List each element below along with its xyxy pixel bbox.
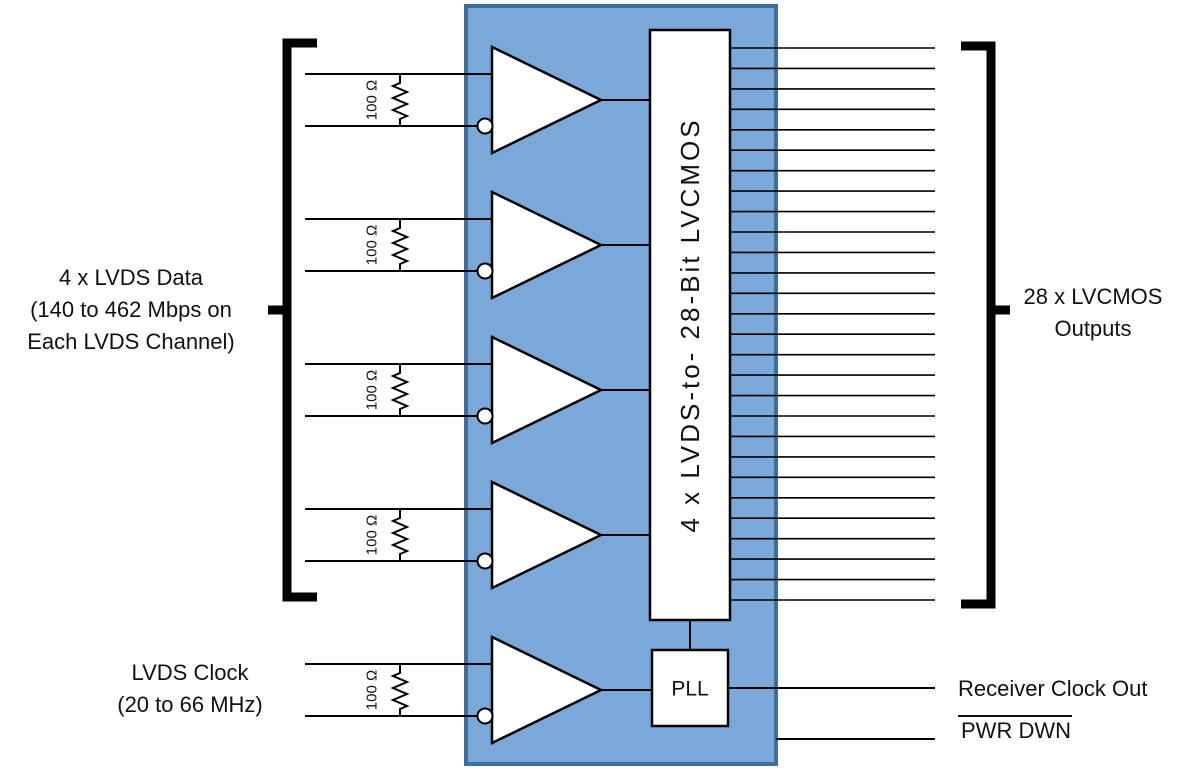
termination-resistor <box>390 74 410 126</box>
resistor-value-label: 100 Ω <box>364 670 381 710</box>
inverting-input-bubble <box>476 262 494 280</box>
lvds-to-lvcmos-core-block <box>648 28 732 622</box>
lvds-clock-label-line2: (20 to 66 MHz) <box>117 692 263 717</box>
pwr-dwn-label: PWR DWN <box>961 718 1071 743</box>
right-bracket <box>961 41 996 609</box>
termination-resistor <box>390 364 410 416</box>
receiver-buffer <box>490 45 604 155</box>
core-block-label: 4 x LVDS-to- 28-Bit LVCMOS <box>675 117 705 532</box>
receiver-buffer <box>490 480 604 590</box>
termination-resistor <box>390 509 410 561</box>
lvds-data-channel-3: 100 Ω <box>305 335 650 445</box>
receiver-buffer <box>490 335 604 445</box>
lvds-data-label-line3: Each LVDS Channel) <box>27 329 235 354</box>
lvds-data-channel-4: 100 Ω <box>305 480 650 590</box>
resistor-value-label: 100 Ω <box>364 370 381 410</box>
resistor-value-label: 100 Ω <box>364 225 381 265</box>
lvcmos-output-lines <box>730 47 935 601</box>
lvcmos-outputs-label-line2: Outputs <box>1054 316 1131 341</box>
termination-resistor <box>390 664 410 716</box>
receiver-buffer <box>490 190 604 300</box>
pll-label: PLL <box>671 678 708 701</box>
lvds-data-channel-1: 100 Ω <box>305 45 650 155</box>
lvds-data-label-line1: 4 x LVDS Data <box>59 265 204 290</box>
receiver-channels: 100 Ω 100 Ω 100 Ω 100 Ω 100 Ω <box>305 45 652 745</box>
resistor-value-label: 100 Ω <box>364 80 381 120</box>
receiver-clock-out-label: Receiver Clock Out <box>958 676 1148 701</box>
lvds-clock-label-line1: LVDS Clock <box>132 660 250 685</box>
lvds-data-label-line2: (140 to 462 Mbps on <box>30 297 232 322</box>
left-bracket <box>282 38 317 602</box>
termination-resistor <box>390 219 410 271</box>
lvds-clock-channel: 100 Ω <box>305 635 652 745</box>
lvcmos-outputs-label-line1: 28 x LVCMOS <box>1024 284 1163 309</box>
lvds-data-channel-2: 100 Ω <box>305 190 650 300</box>
inverting-input-bubble <box>476 552 494 570</box>
inverting-input-bubble <box>476 117 494 135</box>
inverting-input-bubble <box>476 707 494 725</box>
receiver-buffer <box>490 635 604 745</box>
inverting-input-bubble <box>476 407 494 425</box>
resistor-value-label: 100 Ω <box>364 515 381 555</box>
pll-block <box>650 648 730 728</box>
